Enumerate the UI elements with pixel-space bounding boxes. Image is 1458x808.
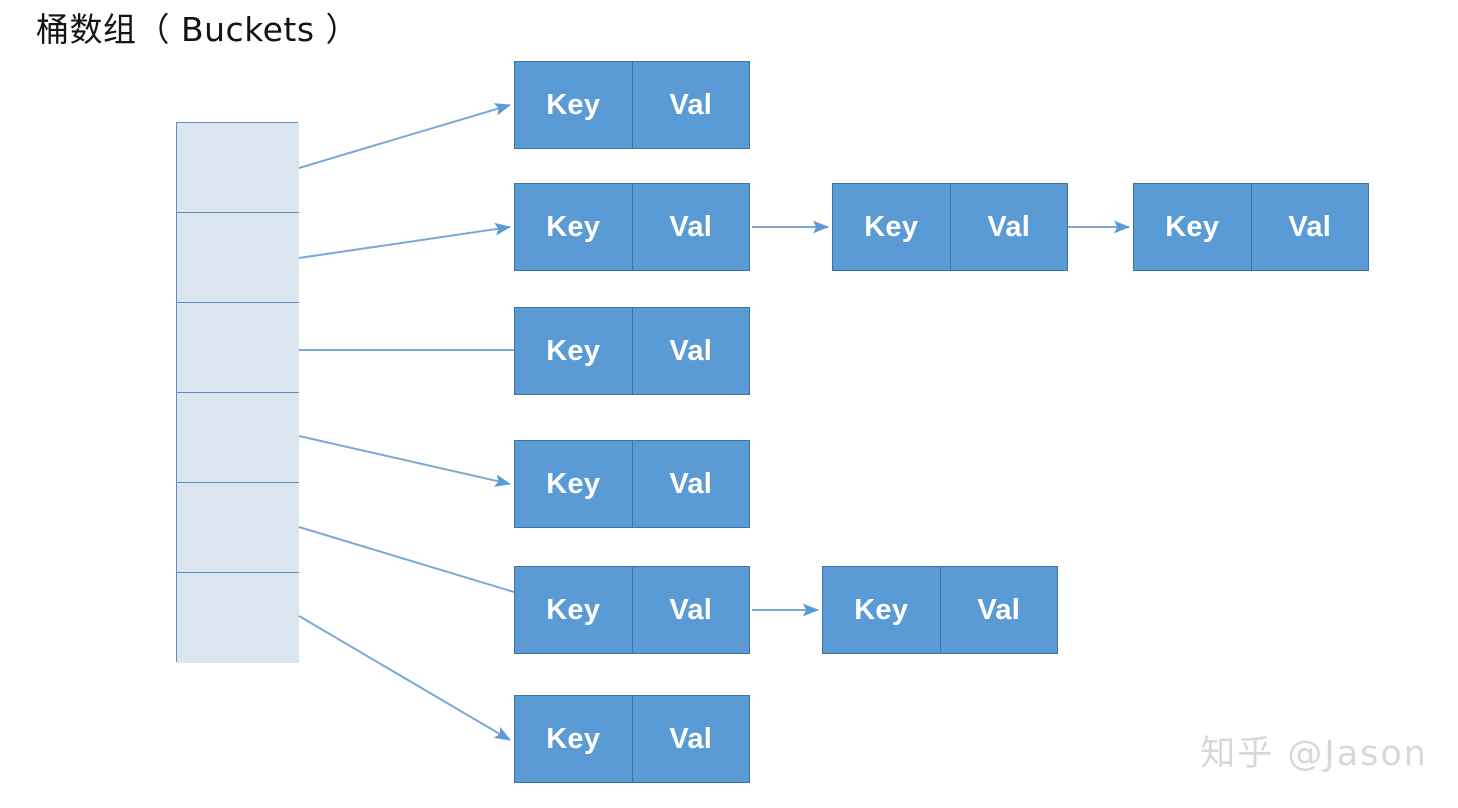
- bucket-cell-0[interactable]: [177, 123, 299, 213]
- kv-val-label: Val: [669, 467, 713, 500]
- page-title: 桶数组（ Buckets ）: [36, 10, 360, 49]
- kv-val-label: Val: [669, 334, 713, 367]
- kv-val-label: Val: [1288, 210, 1332, 243]
- arrow-bucket-4-to-chain-4: [298, 526, 515, 593]
- kv-node-r1-n2[interactable]: Key Val: [1133, 183, 1369, 271]
- bucket-array: [176, 122, 299, 663]
- kv-node-r4-n0[interactable]: Key Val: [514, 566, 750, 654]
- kv-key-label: Key: [515, 696, 633, 782]
- kv-node-r2-n0[interactable]: Key Val: [514, 307, 750, 395]
- bucket-cell-3[interactable]: [177, 393, 299, 483]
- kv-node-r0-n0[interactable]: Key Val: [514, 61, 750, 149]
- kv-key-label: Key: [823, 567, 941, 653]
- kv-node-r1-n0[interactable]: Key Val: [514, 183, 750, 271]
- kv-key-label: Key: [515, 308, 633, 394]
- kv-key-label: Key: [515, 567, 633, 653]
- bucket-cell-1[interactable]: [177, 213, 299, 303]
- arrow-bucket-1-to-chain-1: [298, 222, 511, 259]
- kv-key-label: Key: [515, 441, 633, 527]
- arrow-bucket-5-to-chain-5: [298, 615, 511, 741]
- kv-node-r4-n1[interactable]: Key Val: [822, 566, 1058, 654]
- kv-val-label: Val: [669, 593, 713, 626]
- kv-node-r5-n0[interactable]: Key Val: [514, 695, 750, 783]
- bucket-cell-5[interactable]: [177, 573, 299, 663]
- kv-node-r3-n0[interactable]: Key Val: [514, 440, 750, 528]
- kv-val-label: Val: [987, 210, 1031, 243]
- kv-val-label: Val: [977, 593, 1021, 626]
- arrow-bucket-0-to-chain-0: [298, 103, 511, 169]
- kv-node-r1-n1[interactable]: Key Val: [832, 183, 1068, 271]
- bucket-cell-4[interactable]: [177, 483, 299, 573]
- kv-val-label: Val: [669, 210, 713, 243]
- kv-val-label: Val: [669, 722, 713, 755]
- arrow-bucket-3-to-chain-3: [298, 435, 511, 487]
- watermark: 知乎 @Jason: [1200, 734, 1428, 774]
- kv-val-label: Val: [669, 88, 713, 121]
- kv-key-label: Key: [1134, 184, 1252, 270]
- kv-key-label: Key: [515, 184, 633, 270]
- bucket-cell-2[interactable]: [177, 303, 299, 393]
- kv-key-label: Key: [515, 62, 633, 148]
- kv-key-label: Key: [833, 184, 951, 270]
